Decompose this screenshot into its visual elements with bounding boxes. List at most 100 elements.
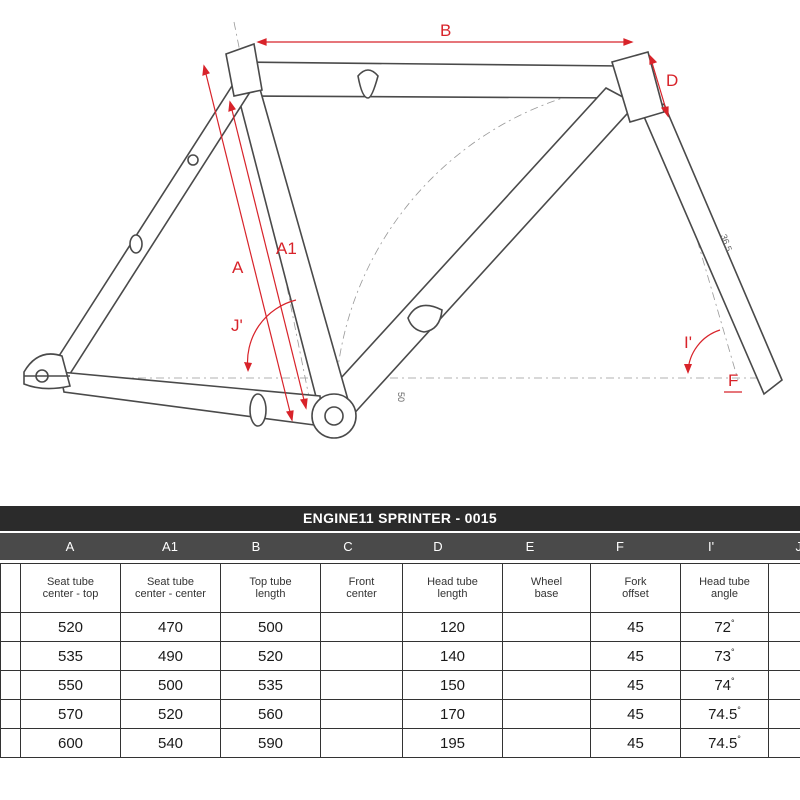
table-cell: 45 [590,699,681,729]
column-letter: J' [795,539,800,554]
table-cell [502,612,591,642]
table-cell: 45 [590,728,681,758]
table-cell: 500 [120,670,221,700]
table-cell: 45 [590,641,681,671]
column-letter: C [343,539,353,554]
geometry-spec-table: ENGINE11 SPRINTER - 0015 A A1 B C D E F I' J' Se… [0,506,800,800]
table-cell: 7 [768,699,800,729]
row-gutter [0,699,21,729]
dim-label-a: A [232,258,244,277]
table-cell: 520 [120,699,221,729]
table-cell: 535 [220,670,321,700]
table-cell: 72° [680,612,769,642]
table-cell: 74.5° [680,699,769,729]
table-cell: 540 [120,728,221,758]
column-letter-row: A A1 B C D E F I' J' [0,533,800,560]
table-cell [320,641,403,671]
bike-frame [23,42,783,439]
table-cell: 7 [768,670,800,700]
seat-cluster [225,42,263,97]
dim-label-a1: A1 [276,239,297,258]
table-cell: 140 [402,641,503,671]
dimension-lines [202,38,742,422]
column-letter: A1 [162,539,178,554]
chain-stay [59,371,323,427]
table-cell [320,699,403,729]
column-letter: B [251,539,261,554]
row-gutter [0,728,21,758]
table-cell: 7 [768,728,800,758]
bb-drop-label: 50 [396,392,406,402]
table-title: ENGINE11 SPRINTER - 0015 [0,506,800,531]
column-letter: E [525,539,535,554]
table-cell: 73° [680,641,769,671]
table-cell: 45 [590,670,681,700]
table-cell: 520 [20,612,121,642]
head-tube [610,51,665,123]
dim-label-b: B [440,21,451,40]
column-letter: F [616,539,624,554]
table-cell: 74° [680,670,769,700]
table-cell: 7 [768,641,800,671]
degree-symbol: ° [731,676,735,686]
table-cell: 195 [402,728,503,758]
column-letter: D [433,539,443,554]
table-cell: 76. [768,612,800,642]
table-cell: 600 [20,728,121,758]
column-description: Seatan [768,563,800,613]
top-tube [234,61,625,99]
table-cell: 570 [20,699,121,729]
table-cell: 500 [220,612,321,642]
column-letter: A [65,539,75,554]
row-gutter [0,641,21,671]
degree-symbol: ° [731,647,735,657]
dim-label-i-angle: I' [684,333,692,352]
table-cell [502,728,591,758]
table-cell: 550 [20,670,121,700]
table-cell: 490 [120,641,221,671]
degree-symbol: ° [737,705,741,715]
table-cell: 520 [220,641,321,671]
table-cell [502,670,591,700]
table-cell: 535 [20,641,121,671]
table-cell: 120 [402,612,503,642]
table-cell: 560 [220,699,321,729]
table-cell [320,728,403,758]
table-cell: 470 [120,612,221,642]
table-cell [502,699,591,729]
dim-label-f: F [728,371,738,390]
degree-symbol: ° [737,734,741,744]
row-gutter [0,563,21,613]
column-letter: I' [707,539,715,554]
table-cell [502,641,591,671]
table-cell: 150 [402,670,503,700]
table-cell: 45 [590,612,681,642]
rear-dropout [23,353,71,390]
degree-symbol: ° [731,618,735,628]
row-gutter [0,612,21,642]
frame-geometry-diagram: B A A1 D J' I' F 50 36.5 [23,21,783,439]
dim-label-j-angle: J' [231,316,243,335]
dim-label-d: D [666,71,678,90]
fork [640,102,783,396]
table-cell: 74.5° [680,728,769,758]
table-cell: 590 [220,728,321,758]
row-gutter [0,670,21,700]
table-cell: 170 [402,699,503,729]
table-cell [320,670,403,700]
